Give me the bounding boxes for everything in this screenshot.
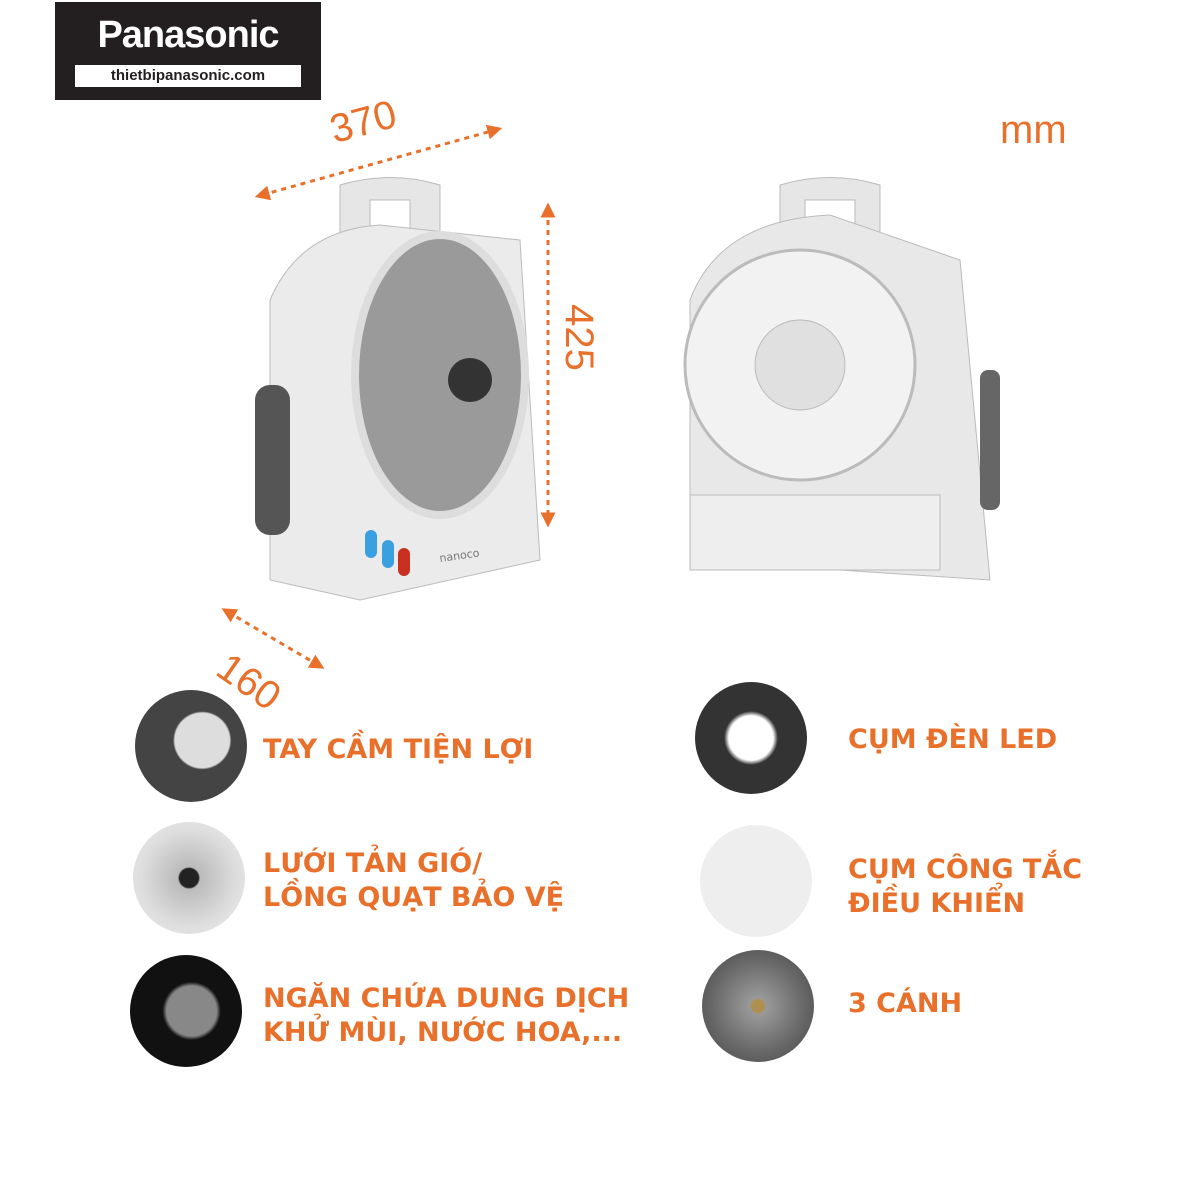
width-arrow [254, 124, 503, 201]
feature-text: LỒNG QUẠT BẢO VỆ [263, 882, 565, 913]
panasonic-logo: Panasonic thietbipanasonic.com [55, 2, 321, 100]
handle-thumbnail [135, 690, 247, 802]
fan-front-view [255, 177, 541, 601]
fan-guard-thumbnail [133, 822, 245, 934]
feature-text: 3 CÁNH [848, 988, 963, 1019]
product-label: nanoco [439, 546, 481, 565]
feature-text: KHỬ MÙI, NƯỚC HOA,... [263, 1017, 623, 1048]
height-dimension: 425 [556, 304, 601, 371]
feature-text: ĐIỀU KHIỂN [848, 888, 1026, 919]
switch-panel-thumbnail [700, 825, 812, 937]
led-thumbnail [695, 682, 807, 794]
fan-back-view [683, 177, 1000, 581]
feature-text: NGĂN CHỨA DUNG DỊCH [263, 983, 630, 1014]
logo-url: thietbipanasonic.com [75, 65, 301, 87]
feature-led: CỤM ĐÈN LED [848, 723, 1057, 757]
unit-label: mm [1000, 108, 1067, 152]
depth-arrow [221, 608, 325, 669]
feature-text: TAY CẦM TIỆN LỢI [263, 734, 534, 765]
feature-fan-guard: LƯỚI TẢN GIÓ/LỒNG QUẠT BẢO VỆ [263, 847, 564, 915]
fragrance-compartment-thumbnail [130, 955, 242, 1067]
product-illustration: nanoco [221, 124, 1000, 669]
feature-handle: TAY CẦM TIỆN LỢI [263, 733, 533, 767]
feature-text: LƯỚI TẢN GIÓ/ [263, 848, 483, 879]
feature-blades: 3 CÁNH [848, 987, 962, 1021]
feature-text: CỤM ĐÈN LED [848, 724, 1058, 755]
blades-thumbnail [702, 950, 814, 1062]
logo-brand: Panasonic [97, 14, 279, 56]
feature-text: CỤM CÔNG TẮC [848, 854, 1083, 885]
